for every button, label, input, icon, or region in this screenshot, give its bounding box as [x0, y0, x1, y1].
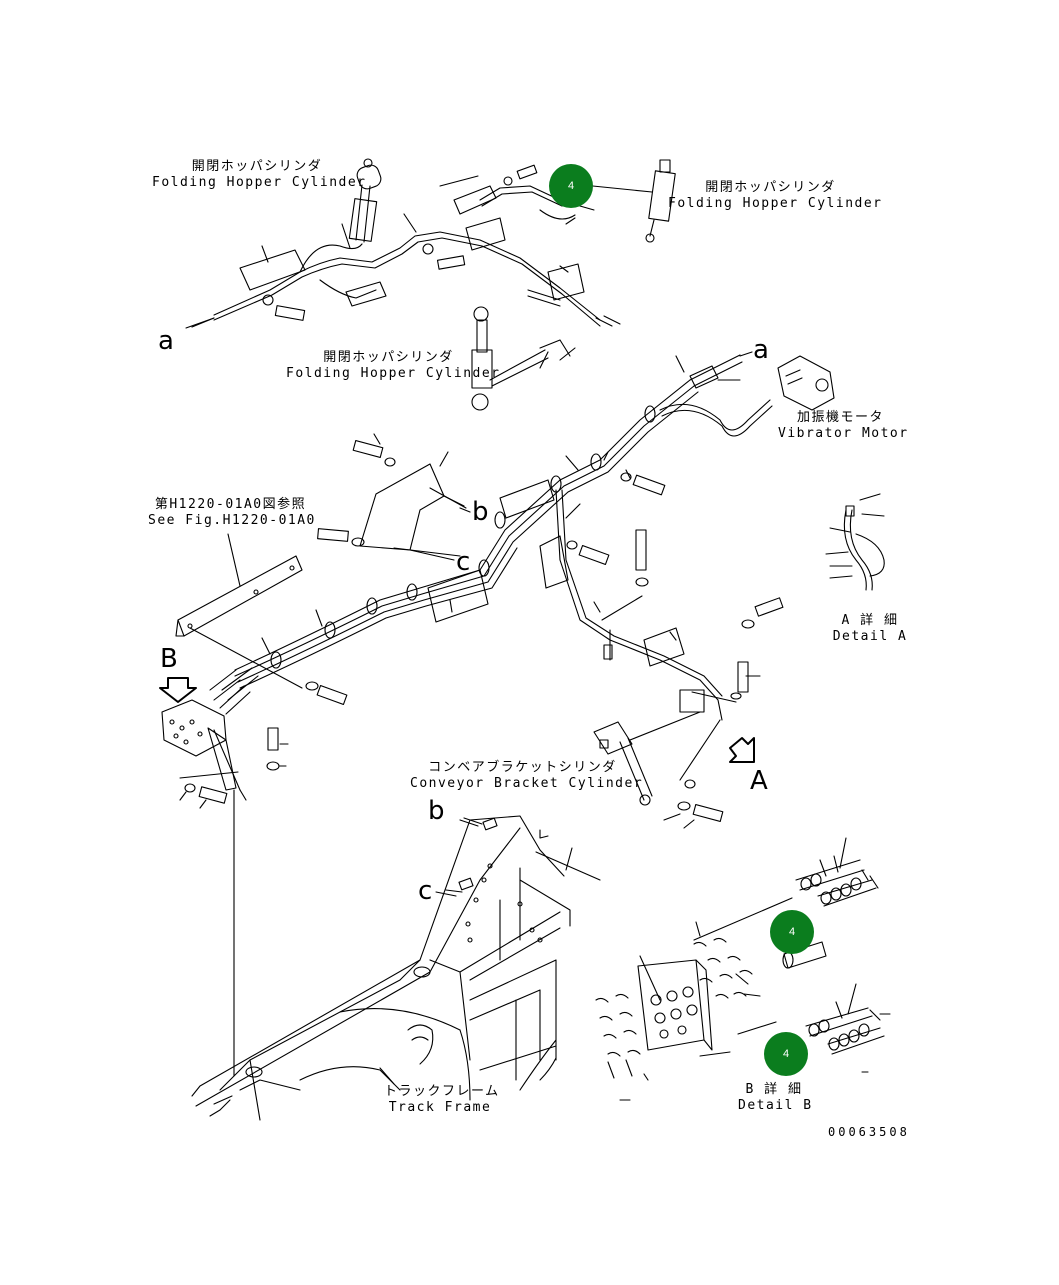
- hopper-cylinder-label-middle-en: Folding Hopper Cylinder: [286, 366, 501, 381]
- track-frame-label-en: Track Frame: [388, 1100, 492, 1115]
- detail-b-label: B 詳 細 Detail B: [738, 1082, 813, 1114]
- hopper-cylinder-label-top-left: 開閉ホッパシリンダ Folding Hopper Cylinder: [152, 159, 367, 191]
- connection-letter-c-low: c: [418, 876, 433, 906]
- main-hose-run: [159, 354, 835, 1077]
- part-callout-2[interactable]: 4: [770, 910, 814, 954]
- hopper-cylinder-label-top-right-ja: 開閉ホッパシリンダ: [705, 180, 836, 195]
- vibrator-motor-label-ja: 加振機モータ: [796, 410, 884, 425]
- conveyor-bracket-cylinder-label-en: Conveyor Bracket Cylinder: [410, 776, 644, 791]
- part-callout-1[interactable]: 4: [549, 164, 593, 208]
- detail-b-drawing: [595, 837, 891, 1101]
- hopper-cylinder-label-top-left-en: Folding Hopper Cylinder: [152, 175, 367, 190]
- see-figure-reference-ja: 第H1220-01A0図参照: [154, 497, 307, 512]
- track-frame-drawing: [191, 815, 601, 1121]
- top-hose-assembly: [185, 158, 676, 411]
- connection-letter-b-low: b: [428, 796, 445, 826]
- conveyor-bracket-cylinder-label-ja: コンベアブラケットシリンダ: [428, 760, 617, 775]
- vibrator-motor-label-en: Vibrator Motor: [778, 426, 909, 441]
- hopper-cylinder-label-middle: 開閉ホッパシリンダ Folding Hopper Cylinder: [286, 350, 501, 382]
- see-figure-reference[interactable]: 第H1220-01A0図参照 See Fig.H1220-01A0: [148, 497, 316, 529]
- view-letter-A: A: [750, 766, 768, 796]
- detail-a-label-en: Detail A: [832, 629, 908, 644]
- hopper-cylinder-label-top-right: 開閉ホッパシリンダ Folding Hopper Cylinder: [668, 180, 883, 212]
- connection-letter-c-mid: c: [456, 547, 471, 577]
- see-figure-reference-en: See Fig.H1220-01A0: [148, 513, 316, 528]
- detail-b-label-ja: B 詳 細: [745, 1082, 803, 1097]
- track-frame-label: トラックフレーム Track Frame: [384, 1084, 500, 1116]
- drawing-number: 00063508: [828, 1125, 910, 1139]
- hopper-cylinder-label-top-right-en: Folding Hopper Cylinder: [668, 196, 883, 211]
- connection-letter-b-mid: b: [472, 497, 489, 527]
- track-frame-label-ja: トラックフレーム: [384, 1084, 500, 1099]
- detail-a-drawing: [825, 493, 885, 591]
- vibrator-motor-label: 加振機モータ Vibrator Motor: [778, 410, 909, 442]
- hopper-cylinder-label-middle-ja: 開閉ホッパシリンダ: [323, 350, 454, 365]
- hopper-cylinder-label-top-left-ja: 開閉ホッパシリンダ: [191, 159, 323, 174]
- label-leaders: [191, 317, 753, 897]
- connection-letter-a-right: a: [753, 335, 769, 365]
- connection-letter-a-left: a: [158, 326, 174, 356]
- detail-b-label-en: Detail B: [738, 1098, 813, 1113]
- detail-a-label-ja: A 詳 細: [841, 613, 899, 628]
- detail-a-label: A 詳 細 Detail A: [832, 613, 908, 645]
- conveyor-bracket-cylinder-label: コンベアブラケットシリンダ Conveyor Bracket Cylinder: [410, 760, 644, 792]
- view-letter-B: B: [160, 644, 178, 674]
- part-callout-3[interactable]: 4: [764, 1032, 808, 1076]
